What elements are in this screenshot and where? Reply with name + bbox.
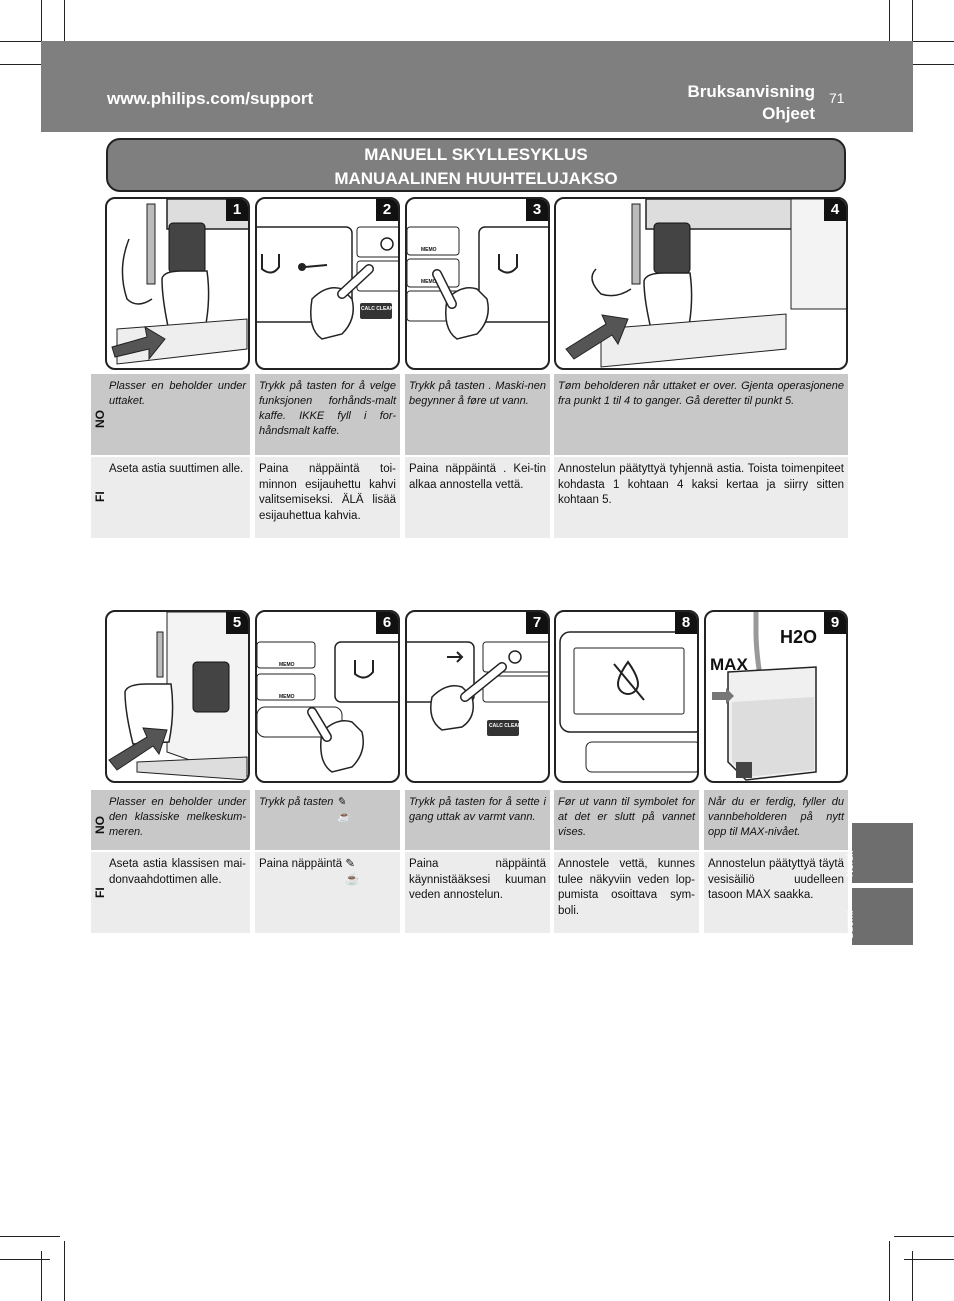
step-8-text-no: Før ut vann til symbolet for at det er s… xyxy=(554,790,699,850)
step-4-text-fi: Annostelun päätyttyä tyhjennä astia. Toi… xyxy=(554,457,848,538)
calc-clean-button: CALC CLEAN xyxy=(361,306,394,312)
tab-norsk-label: Norsk xyxy=(845,850,856,877)
lang-label-fi: FI xyxy=(93,887,107,898)
step-number: 6 xyxy=(376,612,398,634)
step-1-text-no: Plasser en beholder under uttaket. xyxy=(105,374,250,455)
memo-label: MEMO xyxy=(421,279,437,285)
step-7-illustration: CALC CLEAN 7 xyxy=(405,610,550,783)
lang-strip-fi xyxy=(91,852,105,933)
header-title: Bruksanvisning Ohjeet xyxy=(687,81,815,125)
step-number: 7 xyxy=(526,612,548,634)
step-6-text-fi-label: Paina näppäintä xyxy=(259,858,343,871)
step-8-illustration: 8 xyxy=(554,610,699,783)
section-title-no: MANUELL SKYLLESYKLUS xyxy=(364,145,588,164)
step-5-text-fi: Aseta astia klassisen mai-donvaahdottime… xyxy=(105,852,250,933)
lang-label-no: NO xyxy=(93,410,107,428)
step-5-illustration: 5 xyxy=(105,610,250,783)
step-number: 4 xyxy=(824,199,846,221)
step-number: 2 xyxy=(376,199,398,221)
memo-label: MEMO xyxy=(279,662,295,668)
step-5-text-no: Plasser en beholder under den klassiske … xyxy=(105,790,250,850)
lang-label-fi: FI xyxy=(93,491,107,502)
step-4-illustration: 4 xyxy=(554,197,848,370)
section-title: MANUELL SKYLLESYKLUS MANUAALINEN HUUHTEL… xyxy=(106,138,846,192)
lang-label-no: NO xyxy=(93,816,107,834)
step-9-text-no: Når du er ferdig, fyller du vannbeholder… xyxy=(704,790,848,850)
step-2-text-fi: Paina näppäintä toi-minnon esijauhettu k… xyxy=(255,457,400,538)
milk-coffee-icon: ✎☕ xyxy=(345,858,360,886)
step-2-illustration: CALC CLEAN 2 xyxy=(255,197,400,370)
max-label: MAX xyxy=(710,655,748,674)
step-6-illustration: MEMO MEMO 6 xyxy=(255,610,400,783)
step-1-illustration: 1 xyxy=(105,197,250,370)
page-number: 71 xyxy=(829,90,845,106)
tab-suomi-label: Suomi xyxy=(845,910,856,939)
page-header: www.philips.com/support Bruksanvisning O… xyxy=(41,41,913,132)
step-4-text-no: Tøm beholderen når uttaket er over. Gjen… xyxy=(554,374,848,455)
milk-coffee-icon: ✎☕ xyxy=(336,796,351,824)
step-2-text-no: Trykk på tasten for å velge funksjonen f… xyxy=(255,374,400,455)
header-title-no: Bruksanvisning xyxy=(687,82,815,101)
support-url[interactable]: www.philips.com/support xyxy=(107,89,314,108)
header-title-fi: Ohjeet xyxy=(762,104,815,123)
step-number: 8 xyxy=(675,612,697,634)
step-6-text-no-label: Trykk på tasten xyxy=(259,796,334,808)
tab-suomi[interactable]: Suomi xyxy=(845,888,913,945)
step-6-text-fi: Paina näppäintä ✎☕ xyxy=(255,852,400,933)
step-number: 1 xyxy=(226,199,248,221)
step-9-illustration: MAX H2O 9 xyxy=(704,610,848,783)
lang-strip-fi xyxy=(91,457,105,538)
step-7-text-fi: Paina näppäintä käynnistääksesi kuuman v… xyxy=(405,852,550,933)
step-3-text-fi: Paina näppäintä . Kei-tin alkaa annostel… xyxy=(405,457,550,538)
step-8-text-fi: Annostele vettä, kunnes tulee näkyviin v… xyxy=(554,852,699,933)
step-3-text-no: Trykk på tasten . Maski-nen begynner å f… xyxy=(405,374,550,455)
h2o-label: H2O xyxy=(780,627,818,647)
calc-clean-button: CALC CLEAN xyxy=(489,723,522,729)
step-6-text-no: Trykk på tasten ✎☕ xyxy=(255,790,400,850)
step-7-text-no: Trykk på tasten for å sette i gang uttak… xyxy=(405,790,550,850)
section-title-fi: MANUAALINEN HUUHTELUJAKSO xyxy=(334,169,618,188)
step-1-text-fi: Aseta astia suuttimen alle. xyxy=(105,457,250,538)
step-number: 5 xyxy=(226,612,248,634)
step-3-illustration: MEMO MEMO 3 xyxy=(405,197,550,370)
step-9-text-fi: Annostelun päätyttyä täytä vesisäiliö uu… xyxy=(704,852,848,933)
step-number: 9 xyxy=(824,612,846,634)
lang-strip-no xyxy=(91,374,105,455)
tab-norsk[interactable]: Norsk xyxy=(845,823,913,883)
lang-strip-no xyxy=(91,790,105,850)
step-number: 3 xyxy=(526,199,548,221)
memo-label: MEMO xyxy=(421,247,437,253)
memo-label: MEMO xyxy=(279,694,295,700)
